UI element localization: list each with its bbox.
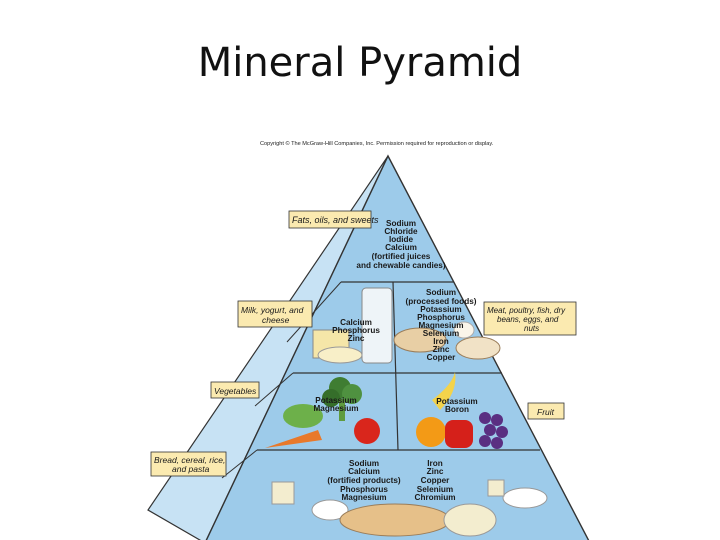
mineral-text: Magnesium [341, 493, 386, 502]
mineral-text: Phosphorus [332, 326, 380, 335]
mineral-text: Sodium [386, 219, 416, 228]
mineral-text: Zinc [348, 334, 365, 343]
label-dairy-line-1: Milk, yogurt, and [241, 305, 304, 315]
mineral-text: (processed foods) [406, 297, 477, 306]
dairy-illustration [312, 287, 393, 364]
mineral-text: Iron [427, 459, 442, 468]
minerals-meat: Sodium (processed foods) Potassium Phosp… [406, 288, 477, 362]
label-box-bread-cereal: Bread, cereal, rice, and pasta [150, 451, 227, 477]
mineral-text: and chewable candies) [356, 261, 445, 270]
mineral-text: Magnesium [418, 321, 463, 330]
mineral-text: Selenium [423, 329, 459, 338]
mineral-text: Calcium [348, 467, 380, 476]
mineral-text: Calcium [385, 243, 417, 252]
mineral-text: Zinc [433, 345, 450, 354]
tier-divider [392, 281, 399, 451]
mineral-text: Sodium [426, 288, 456, 297]
mineral-text: Iodide [389, 235, 414, 244]
copyright-notice: Copyright © The McGraw-Hill Companies, I… [260, 140, 494, 147]
minerals-grains-right: Iron Zinc Copper Selenium Chromium [415, 459, 456, 502]
side-divider [286, 281, 342, 343]
fruit-illustration [416, 372, 508, 449]
mineral-text: Phosphorus [340, 485, 388, 494]
minerals-grains-left: Sodium Calcium (fortified products) Phos… [327, 459, 400, 502]
mineral-text: Zinc [427, 467, 444, 476]
minerals-fruit: Potassium Boron [436, 397, 477, 414]
mineral-text: Chromium [415, 493, 456, 502]
label-fats-oils-sweets: Fats, oils, and sweets [292, 215, 379, 225]
label-meat-line-2: beans, eggs, and [497, 315, 559, 324]
mineral-text: Sodium [349, 459, 379, 468]
mineral-text: Chloride [384, 227, 418, 236]
mineral-text: Potassium [315, 396, 356, 405]
label-box-meat: Meat, poultry, fish, dry beans, eggs, an… [483, 301, 577, 336]
side-divider [221, 449, 258, 479]
label-meat-line-3: nuts [524, 324, 539, 333]
grains-illustration [271, 479, 548, 537]
mineral-text: (fortified products) [327, 476, 400, 485]
label-grains-line-2: and pasta [172, 464, 210, 474]
side-divider [254, 372, 294, 407]
mineral-text: Calcium [340, 318, 372, 327]
label-box-fruit: Fruit [527, 402, 565, 420]
mineral-text: Selenium [417, 485, 453, 494]
slide-title: Mineral Pyramid [197, 40, 523, 86]
minerals-vegetables: Potassium Magnesium [313, 396, 358, 413]
mineral-text: (fortified juices [372, 252, 431, 261]
label-meat-line-1: Meat, poultry, fish, dry [487, 306, 566, 315]
mineral-text: Potassium [436, 397, 477, 406]
mineral-text: Potassium [420, 305, 461, 314]
meat-illustration [393, 321, 501, 360]
vegetables-illustration [265, 377, 380, 448]
mineral-text: Copper [421, 476, 450, 485]
label-box-vegetables: Vegetables [210, 381, 260, 399]
mineral-text: Phosphorus [417, 313, 465, 322]
mineral-text: Copper [427, 353, 456, 362]
label-grains-line-1: Bread, cereal, rice, [154, 455, 225, 465]
label-box-fats-oils-sweets: Fats, oils, and sweets [288, 210, 379, 229]
minerals-dairy: Calcium Phosphorus Zinc [332, 318, 380, 343]
minerals-top: Sodium Chloride Iodide Calcium (fortifie… [356, 219, 445, 270]
mineral-text: Magnesium [313, 404, 358, 413]
label-fruit: Fruit [537, 407, 555, 417]
label-box-milk-yogurt-cheese: Milk, yogurt, and cheese [237, 300, 313, 328]
mineral-text: Iron [433, 337, 448, 346]
label-dairy-line-2: cheese [262, 315, 290, 325]
label-vegetables: Vegetables [214, 386, 257, 396]
mineral-text: Boron [445, 405, 469, 414]
